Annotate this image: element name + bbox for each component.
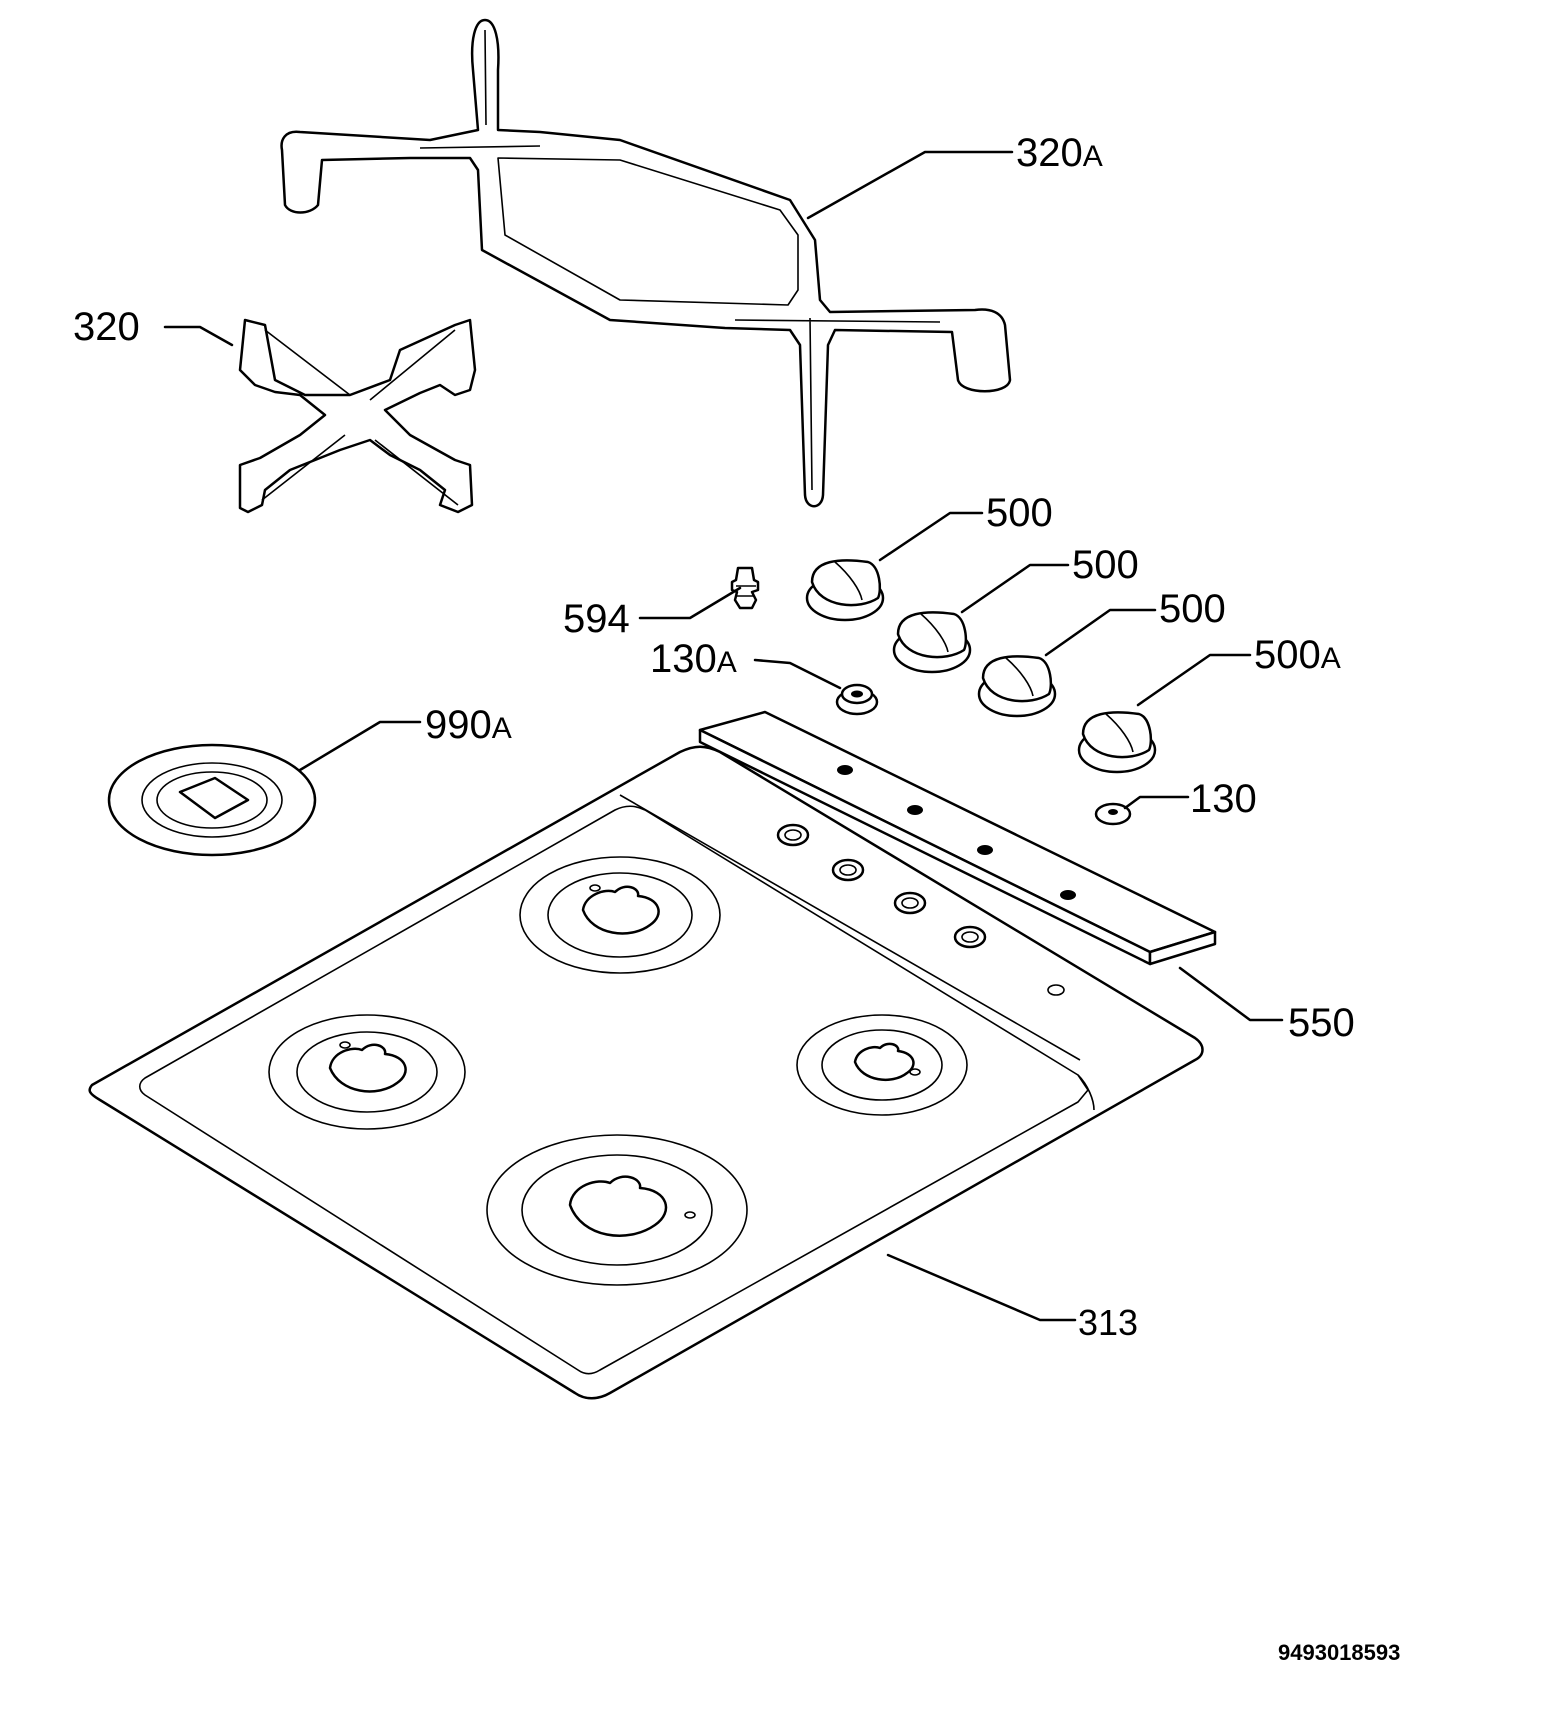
- label-594: 594: [563, 597, 630, 641]
- bushing-130a: [835, 683, 879, 716]
- burner-cap: [107, 743, 317, 857]
- label-130a: 130A: [650, 637, 737, 681]
- label-500-2: 500: [1072, 543, 1139, 587]
- leader-lines: [163, 150, 1284, 1322]
- hob-top: [88, 745, 1204, 1400]
- knob-1: [805, 559, 885, 622]
- label-500-1: 500: [986, 491, 1053, 535]
- label-320: 320: [73, 305, 140, 349]
- knob-4: [1077, 711, 1157, 774]
- document-number: 9493018593: [1278, 1640, 1400, 1665]
- spark-plug: [730, 566, 760, 610]
- label-990a: 990A: [425, 703, 512, 747]
- small-pan-support: [238, 318, 477, 514]
- label-500a: 500A: [1254, 633, 1341, 677]
- label-320a: 320A: [1016, 131, 1103, 175]
- bushing-130: [1094, 802, 1132, 826]
- burner-well-front: [486, 1134, 748, 1286]
- burner-well-rear-left: [519, 856, 721, 974]
- knob-2: [892, 611, 972, 674]
- label-500-3: 500: [1159, 587, 1226, 631]
- burner-well-right: [796, 1014, 968, 1116]
- label-550: 550: [1288, 1001, 1355, 1045]
- part-labels: 320A 320 500 500 500 500A 594 130A 130 9…: [73, 131, 1355, 1343]
- knob-3: [977, 655, 1057, 718]
- control-panel: [698, 710, 1217, 966]
- burner-well-left: [268, 1014, 466, 1130]
- large-pan-support: [280, 18, 1012, 508]
- label-313: 313: [1078, 1302, 1138, 1343]
- label-130: 130: [1190, 777, 1257, 821]
